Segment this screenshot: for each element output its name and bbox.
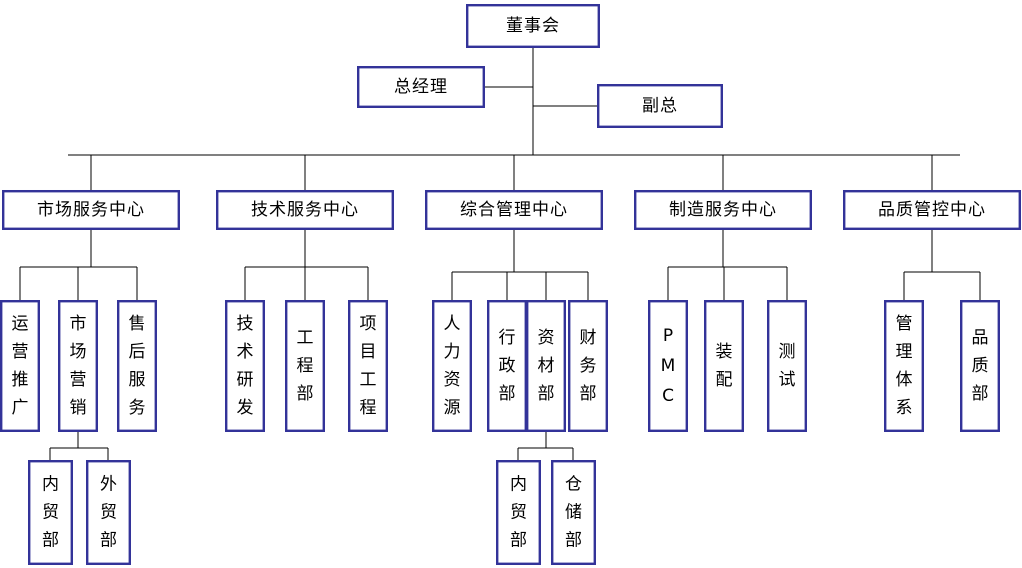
node-box-center-manufacture [634, 189, 813, 230]
node-label-sub-warehouse: 仓储部 [565, 475, 582, 551]
node-dept-finance[interactable]: 财务部 [568, 300, 609, 433]
node-box-dept-assembly [704, 300, 745, 433]
node-vgm[interactable]: 副总 [597, 83, 724, 128]
node-box-dept-operations [0, 300, 40, 433]
node-box-dept-finance [568, 300, 609, 433]
node-dept-aftersales[interactable]: 售后服务 [116, 300, 157, 433]
node-box-dept-project [348, 300, 389, 433]
node-box-board [466, 3, 601, 48]
node-label-dept-marketing: 市场营销 [70, 314, 87, 418]
node-box-center-quality [843, 189, 1022, 230]
node-box-center-admin [425, 189, 604, 230]
node-box-dept-quality [960, 300, 1001, 433]
node-label-vgm: 副总 [642, 96, 678, 116]
node-box-sub-warehouse [551, 460, 597, 566]
node-label-dept-rd: 技术研发 [237, 314, 254, 418]
node-label-dept-mgmt-system: 管理体系 [896, 314, 913, 418]
node-box-dept-testing [767, 300, 808, 433]
node-box-dept-pmc [648, 300, 689, 433]
node-label-dept-operations: 运营推广 [12, 314, 29, 418]
node-dept-quality[interactable]: 品质部 [960, 300, 1001, 433]
node-center-manufacture[interactable]: 制造服务中心 [634, 189, 813, 230]
node-center-admin[interactable]: 综合管理中心 [425, 189, 604, 230]
node-box-dept-administration [487, 300, 528, 433]
node-label-dept-project: 项目工程 [360, 314, 377, 418]
node-box-dept-materials [526, 300, 567, 433]
node-label-dept-administration: 行政部 [499, 328, 516, 404]
node-gm[interactable]: 总经理 [357, 65, 486, 108]
node-center-tech[interactable]: 技术服务中心 [215, 189, 395, 230]
node-label-gm: 总经理 [394, 77, 448, 97]
node-center-quality[interactable]: 品质管控中心 [843, 189, 1022, 230]
node-label-dept-aftersales: 售后服务 [129, 314, 146, 418]
node-label-sub-domestic-trade: 内贸部 [42, 475, 59, 551]
node-board[interactable]: 董事会 [466, 3, 601, 48]
node-box-dept-marketing [58, 300, 98, 433]
node-dept-administration[interactable]: 行政部 [487, 300, 528, 433]
node-sub-warehouse[interactable]: 仓储部 [551, 460, 597, 566]
node-dept-rd[interactable]: 技术研发 [224, 300, 265, 433]
node-label-sub-foreign-trade: 外贸部 [100, 475, 117, 551]
node-label-center-tech: 技术服务中心 [251, 200, 359, 220]
node-label-center-admin: 综合管理中心 [460, 200, 568, 220]
node-box-sub-domestic-trade-2 [496, 460, 542, 566]
node-dept-assembly[interactable]: 装配 [704, 300, 745, 433]
node-sub-domestic-trade[interactable]: 内贸部 [28, 460, 73, 566]
node-center-market[interactable]: 市场服务中心 [2, 189, 181, 230]
node-label-dept-materials: 资材部 [538, 328, 555, 404]
node-sub-foreign-trade[interactable]: 外贸部 [85, 460, 131, 566]
node-box-sub-foreign-trade [85, 460, 131, 566]
node-box-vgm [597, 83, 724, 128]
node-dept-project[interactable]: 项目工程 [348, 300, 389, 433]
node-dept-operations[interactable]: 运营推广 [0, 300, 40, 433]
node-label-dept-hr: 人力资源 [444, 314, 461, 418]
node-dept-hr[interactable]: 人力资源 [432, 300, 473, 433]
node-sub-domestic-trade-2[interactable]: 内贸部 [496, 460, 542, 566]
node-box-sub-domestic-trade [28, 460, 73, 566]
node-box-dept-mgmt-system [884, 300, 925, 433]
node-label-board: 董事会 [506, 16, 560, 36]
node-label-dept-engineering: 工程部 [297, 328, 314, 404]
node-dept-testing[interactable]: 测试 [767, 300, 808, 433]
node-box-dept-aftersales [116, 300, 157, 433]
node-box-dept-rd [224, 300, 265, 433]
node-label-center-market: 市场服务中心 [37, 200, 145, 220]
node-dept-marketing[interactable]: 市场营销 [58, 300, 98, 433]
node-label-dept-testing: 测试 [779, 342, 796, 390]
node-label-sub-domestic-trade-2: 内贸部 [510, 475, 527, 551]
connector-layer [19, 48, 981, 460]
node-label-dept-assembly: 装配 [716, 342, 733, 390]
node-dept-materials[interactable]: 资材部 [526, 300, 567, 433]
node-label-dept-quality: 品质部 [972, 328, 989, 404]
node-box-gm [357, 65, 486, 108]
node-dept-engineering[interactable]: 工程部 [285, 300, 326, 433]
node-box-dept-engineering [285, 300, 326, 433]
node-box-center-market [2, 189, 181, 230]
node-label-center-quality: 品质管控中心 [878, 200, 986, 220]
node-label-center-manufacture: 制造服务中心 [669, 200, 777, 220]
node-label-dept-finance: 财务部 [580, 328, 597, 404]
node-box-center-tech [215, 189, 395, 230]
node-box-dept-hr [432, 300, 473, 433]
node-dept-mgmt-system[interactable]: 管理体系 [884, 300, 925, 433]
